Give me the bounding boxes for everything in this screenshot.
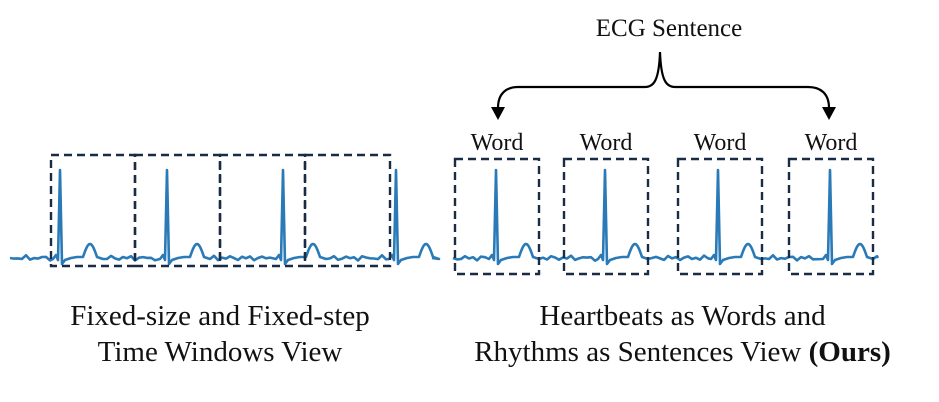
heartbeat-word-caption-line2: Rhythms as Sentences View (Ours) — [430, 334, 935, 370]
word-label-4: Word — [805, 130, 858, 156]
fixed-window-caption-line1: Fixed-size and Fixed-step — [70, 300, 370, 332]
word-box-3 — [676, 157, 764, 276]
word-box-2 — [562, 157, 650, 276]
fixed-window-caption: Fixed-size and Fixed-step Time Windows V… — [10, 298, 430, 370]
fixed-window-caption-line2: Time Windows View — [97, 336, 343, 368]
word-box-1 — [453, 157, 541, 276]
fixed-window-3 — [218, 153, 307, 268]
word-box-4 — [787, 157, 875, 276]
fixed-window-2 — [133, 153, 222, 268]
arrow-head-right — [822, 107, 836, 120]
caption-line2-text: Rhythms as Sentences View — [474, 336, 802, 368]
brace-curve — [496, 51, 831, 109]
fixed-window-1 — [49, 153, 137, 268]
fixed-window-4 — [303, 153, 392, 268]
word-label-1: Word — [471, 130, 524, 156]
word-label-3: Word — [694, 130, 747, 156]
sentence-brace: ECG Sentence — [491, 15, 836, 120]
ecg-sentence-label: ECG Sentence — [596, 15, 742, 42]
word-label-2: Word — [580, 130, 633, 156]
ecg-signal-right — [452, 168, 880, 266]
heartbeat-word-view-panel: Word Word Word Word — [452, 130, 880, 276]
ours-tag: (Ours) — [808, 336, 891, 368]
arrow-head-left — [491, 107, 505, 120]
ecg-signal-left — [9, 168, 441, 266]
heartbeat-word-caption-line1: Heartbeats as Words and — [539, 300, 826, 332]
fixed-window-view-panel — [9, 153, 441, 268]
heartbeat-word-caption: Heartbeats as Words and Rhythms as Sente… — [430, 298, 935, 370]
